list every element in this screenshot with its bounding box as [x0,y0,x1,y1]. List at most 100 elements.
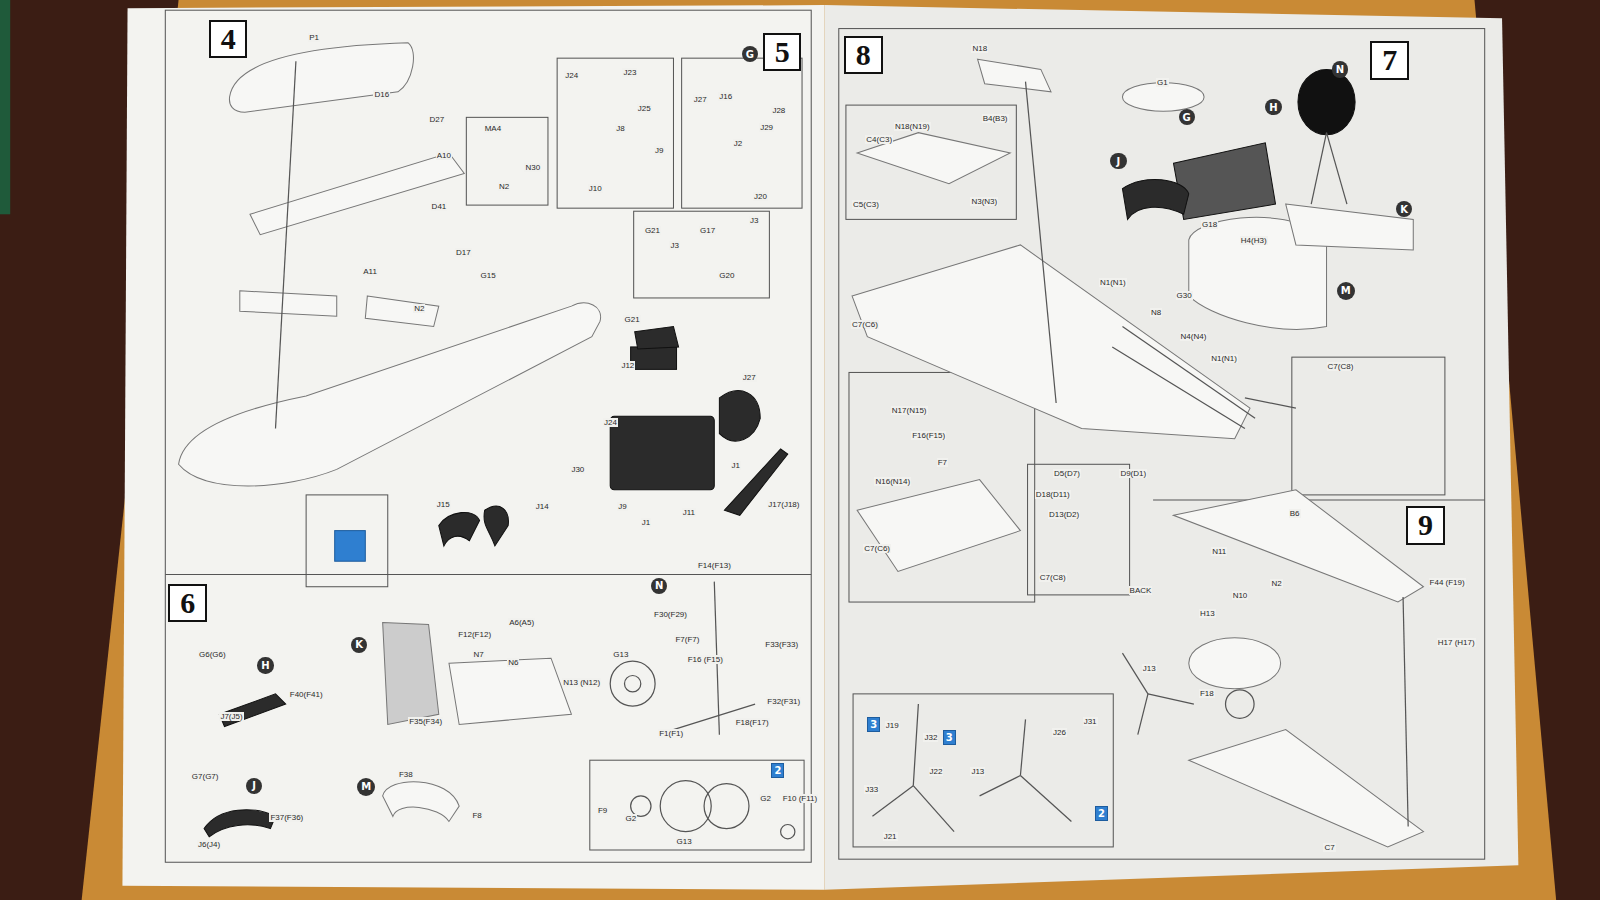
subassembly-letter: G [746,49,754,60]
part-number: J32 [923,733,938,742]
step-number-box: 5 [763,33,801,71]
step-number: 9 [1418,508,1433,542]
part-number: J13 [970,767,985,776]
subassembly-letter: H [1269,102,1277,113]
part-number: J15 [436,500,451,509]
part-number: B6 [1289,509,1301,518]
part-number: F33(F33) [764,640,799,649]
part-number: N1(N1) [1210,354,1238,363]
part-number: J26 [1052,728,1067,737]
part-number: G15 [480,271,497,280]
part-number: J24 [564,71,579,80]
part-number: D16 [373,90,390,99]
subassembly-letter: J [1116,156,1120,167]
part-number: J6(J4) [197,840,221,849]
part-number: J9 [654,146,664,155]
part-number: G2 [759,794,772,803]
part-number: F44 (F19) [1429,578,1466,587]
part-number: N6 [507,658,519,667]
step-number-box: 4 [209,20,247,58]
part-number: J9 [617,502,627,511]
part-number: J22 [929,767,944,776]
part-number: G21 [644,226,661,235]
part-number: F37(F36) [269,813,304,822]
part-number: F9 [597,806,608,815]
part-number: D17 [455,248,472,257]
part-number: J1 [731,461,741,470]
part-number: N18(N19) [894,122,931,131]
part-number: A11 [362,267,378,276]
part-number: J12 [620,361,635,370]
subassembly-letter: N [655,580,663,591]
step-number-box: 7 [1370,41,1409,80]
part-number: F30(F29) [653,610,688,619]
part-number: G13 [676,837,693,846]
subassembly-letter-circle: H [257,657,273,673]
part-number: F18 [1199,689,1215,698]
subassembly-letter-circle: M [357,778,375,796]
part-number: G20 [718,271,735,280]
step-number-box: 9 [1406,506,1445,545]
part-number: N3(N3) [970,197,998,206]
part-number: N2 [413,304,425,313]
part-number: G13 [612,650,629,659]
part-number: F7(F7) [674,635,700,644]
part-number: J23 [622,68,637,77]
part-number: F40(F41) [289,690,324,699]
subassembly-letter: G [1183,112,1191,123]
part-number: J11 [682,508,696,517]
part-number: J25 [637,104,652,113]
part-number: J29 [759,123,774,132]
part-number: J3 [669,241,679,250]
subassembly-letter: M [1341,285,1351,296]
part-number: G1 [1156,78,1169,87]
part-number: N1(N1) [1099,278,1127,287]
part-number: F32(F31) [766,697,801,706]
subassembly-letter-circle: J [1110,153,1126,169]
part-number: J2 [733,139,743,148]
subassembly-letter-circle: N [1332,61,1348,77]
part-number: G7(G7) [191,772,220,781]
part-number: J7(J5) [219,712,243,721]
part-number: J19 [885,721,900,730]
quantity-icon: 3 [867,717,880,732]
part-number: N17(N15) [891,406,928,415]
part-number: N2 [498,182,510,191]
part-number: J3 [749,216,759,225]
part-number: G18 [1201,220,1218,229]
part-number: D13(D2) [1048,510,1080,519]
part-number: MA4 [484,124,502,133]
part-number: H4(H3) [1240,236,1268,245]
part-number: B4(B3) [982,114,1009,123]
subassembly-letter: M [361,781,371,792]
part-number: J31 [1083,717,1098,726]
part-number: J13 [1142,664,1157,673]
subassembly-letter: J [252,780,256,791]
part-number: N4(N4) [1180,332,1208,341]
part-number: J21 [883,832,898,841]
step-number: 6 [180,586,195,620]
part-number: H17 (H17) [1437,638,1476,647]
part-number: N2 [1270,579,1282,588]
part-number: D27 [429,115,446,124]
part-number: N30 [524,163,541,172]
part-number: F10 (F11) [782,794,819,803]
part-number: J1 [641,518,651,527]
part-number: D9(D1) [1119,469,1147,478]
part-number: F7 [937,458,948,467]
part-number: G2 [624,814,637,823]
part-number: D41 [431,202,448,211]
subassembly-letter-circle: M [1337,282,1355,300]
part-number: N18 [971,44,988,53]
part-number: J17(J18) [767,500,800,509]
subassembly-letter-circle: H [1265,99,1281,115]
part-number: J14 [535,502,550,511]
part-number: N8 [1150,308,1162,317]
part-number: G21 [623,315,640,324]
part-number: C7(C6) [863,544,891,553]
quantity-icon: 2 [771,763,784,778]
part-number: N11 [1211,547,1227,556]
part-number: J16 [718,92,733,101]
part-number: F35(F34) [408,717,443,726]
